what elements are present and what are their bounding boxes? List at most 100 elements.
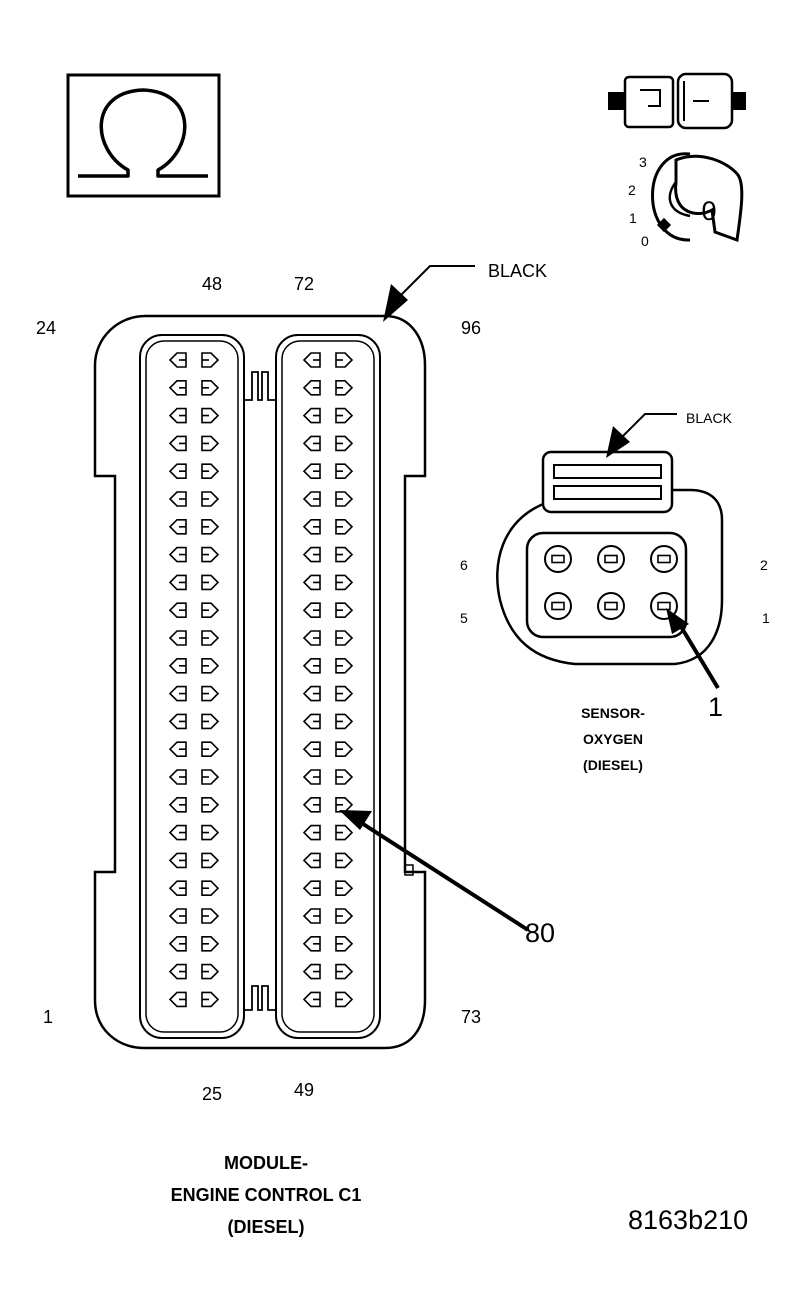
ecm-terminal bbox=[303, 824, 321, 841]
o2-caption-line-3: (DIESEL) bbox=[583, 757, 643, 773]
o2-callout-pin-label: 1 bbox=[708, 692, 723, 722]
ecm-terminal bbox=[201, 491, 219, 507]
ecm-terminal bbox=[201, 741, 219, 758]
ecm-color-callout: BLACK bbox=[383, 261, 547, 322]
ecm-terminal bbox=[303, 463, 321, 480]
o2-pin-label-5: 5 bbox=[460, 610, 468, 626]
ecm-terminal bbox=[169, 435, 187, 452]
o2-caption-line-2: OXYGEN bbox=[583, 731, 643, 747]
ecm-terminal bbox=[201, 435, 219, 452]
o2-terminal bbox=[597, 545, 625, 573]
ecm-terminal bbox=[335, 463, 353, 480]
ecm-terminal bbox=[201, 546, 219, 563]
ecm-terminal bbox=[303, 741, 321, 758]
ecm-terminal bbox=[335, 935, 353, 952]
o2-pin-callout: 1 bbox=[666, 608, 723, 722]
o2-pin-label-1: 1 bbox=[762, 610, 770, 626]
ecm-terminal bbox=[201, 379, 219, 396]
o2-terminal-slot bbox=[657, 554, 671, 564]
ecm-pin-label-73: 73 bbox=[461, 1007, 481, 1027]
ecm-terminal bbox=[303, 574, 321, 591]
o2-terminal-grid bbox=[544, 545, 678, 620]
ecm-terminal bbox=[169, 935, 187, 952]
ecm-terminal bbox=[201, 574, 219, 591]
ecm-terminal bbox=[201, 796, 219, 813]
ecm-terminal bbox=[303, 491, 321, 507]
ecm-terminal bbox=[169, 352, 187, 368]
ecm-terminal bbox=[201, 352, 219, 368]
ecm-terminal bbox=[201, 685, 219, 702]
ignition-pos-1: 1 bbox=[629, 210, 637, 226]
ecm-terminal bbox=[169, 908, 187, 924]
ecm-terminal bbox=[335, 796, 353, 813]
o2-pin-label-6: 6 bbox=[460, 557, 468, 573]
ecm-terminal bbox=[169, 379, 187, 396]
ecm-color-label: BLACK bbox=[488, 261, 547, 281]
ecm-terminal bbox=[303, 963, 321, 980]
ecm-terminal bbox=[303, 935, 321, 952]
ecm-terminal bbox=[169, 880, 187, 897]
ecm-terminal bbox=[169, 630, 187, 646]
disconnect-connector-icon bbox=[608, 72, 746, 130]
ecm-terminal bbox=[169, 657, 187, 674]
key-position-label: 0 bbox=[701, 196, 716, 226]
ecm-terminal bbox=[335, 769, 353, 785]
ecm-terminal bbox=[201, 657, 219, 674]
ecm-terminal bbox=[303, 352, 321, 368]
ecm-terminal bbox=[335, 908, 353, 924]
ecm-pin-label-25: 25 bbox=[202, 1084, 222, 1104]
ecm-connector bbox=[93, 314, 427, 1050]
o2-terminal-slot bbox=[551, 601, 565, 611]
o2-color-label: BLACK bbox=[686, 410, 733, 426]
ecm-terminal bbox=[169, 574, 187, 591]
ecm-terminal bbox=[335, 407, 353, 424]
ecm-terminal bbox=[335, 657, 353, 674]
ecm-terminal bbox=[303, 796, 321, 813]
ecm-terminal bbox=[335, 880, 353, 897]
ecm-callout-pin-label: 80 bbox=[525, 918, 555, 948]
ecm-terminal bbox=[335, 574, 353, 591]
ecm-terminal bbox=[201, 769, 219, 785]
ignition-pos-2: 2 bbox=[628, 182, 636, 198]
ecm-terminal bbox=[201, 991, 219, 1008]
ecm-terminal bbox=[201, 852, 219, 869]
ecm-terminal bbox=[169, 518, 187, 535]
ecm-terminal bbox=[201, 407, 219, 424]
ecm-terminal bbox=[303, 546, 321, 563]
ecm-terminal bbox=[335, 491, 353, 507]
ecm-terminal bbox=[335, 852, 353, 869]
ecm-terminal bbox=[169, 796, 187, 813]
ecm-pin-callout: 80 bbox=[339, 810, 555, 948]
ecm-pin-label-49: 49 bbox=[294, 1080, 314, 1100]
ecm-terminal bbox=[169, 463, 187, 480]
ecm-terminal bbox=[335, 824, 353, 841]
ecm-terminal bbox=[303, 880, 321, 897]
ignition-pos-0: 0 bbox=[641, 233, 649, 249]
ecm-terminal bbox=[303, 630, 321, 646]
figure-id: 8163b210 bbox=[628, 1205, 748, 1235]
o2-terminal bbox=[597, 592, 625, 620]
ecm-terminal bbox=[169, 991, 187, 1008]
ecm-terminal bbox=[169, 491, 187, 507]
ecm-terminal bbox=[169, 713, 187, 730]
ecm-terminal bbox=[303, 769, 321, 785]
ecm-terminal bbox=[303, 713, 321, 730]
ecm-terminal bbox=[335, 546, 353, 563]
ecm-terminal bbox=[201, 713, 219, 730]
o2-pin-label-2: 2 bbox=[760, 557, 768, 573]
ecm-terminal bbox=[201, 963, 219, 980]
o2-terminal-slot bbox=[604, 601, 618, 611]
ecm-terminal-grid bbox=[169, 352, 353, 1008]
ecm-pin-label-1: 1 bbox=[43, 1007, 53, 1027]
ecm-terminal bbox=[303, 407, 321, 424]
ecm-terminal bbox=[303, 991, 321, 1008]
ecm-caption-line-2: ENGINE CONTROL C1 bbox=[171, 1185, 362, 1205]
ecm-terminal bbox=[201, 935, 219, 952]
ecm-pin-label-48: 48 bbox=[202, 274, 222, 294]
ecm-terminal bbox=[335, 435, 353, 452]
ignition-key-icon: 0 3 2 1 0 bbox=[628, 152, 744, 249]
ecm-terminal bbox=[201, 824, 219, 841]
ecm-terminal bbox=[303, 908, 321, 924]
ecm-terminal bbox=[335, 518, 353, 535]
ecm-terminal bbox=[201, 602, 219, 619]
